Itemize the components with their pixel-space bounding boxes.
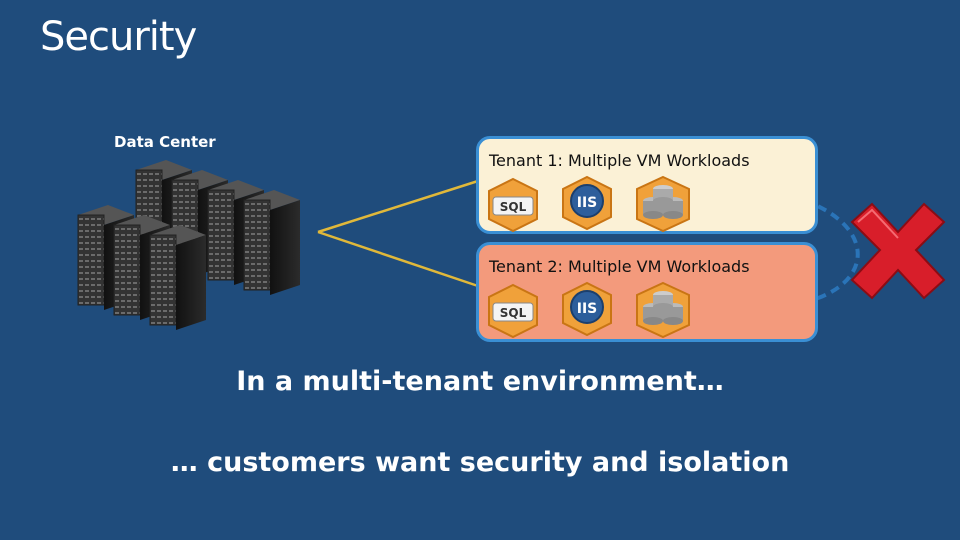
- sql-icon: SQL: [488, 177, 538, 233]
- iis-icon: IIS: [562, 175, 612, 231]
- slide-title: Security: [40, 14, 197, 60]
- sql-label: SQL: [500, 306, 527, 320]
- sql-label: SQL: [500, 200, 527, 214]
- datacenter-label: Data Center: [114, 133, 216, 151]
- database-cluster-icon: [636, 281, 690, 339]
- tenant-2-title: Tenant 2: Multiple VM Workloads: [489, 257, 750, 276]
- headline: In a multi-tenant environment…: [236, 366, 724, 397]
- database-cluster-icon: [636, 175, 690, 233]
- tenant-1-workloads: SQL IIS: [488, 175, 690, 233]
- iis-label: IIS: [577, 301, 598, 317]
- tenant-1-box: Tenant 1: Multiple VM Workloads SQL IIS: [476, 136, 818, 234]
- tenant-2-box: Tenant 2: Multiple VM Workloads SQL IIS: [476, 242, 818, 342]
- tenant-1-title: Tenant 1: Multiple VM Workloads: [489, 151, 750, 170]
- tenant-2-workloads: SQL IIS: [488, 281, 690, 339]
- subheadline: … customers want security and isolation: [170, 447, 790, 478]
- sql-icon: SQL: [488, 283, 538, 339]
- iis-label: IIS: [577, 195, 598, 211]
- iis-icon: IIS: [562, 281, 612, 337]
